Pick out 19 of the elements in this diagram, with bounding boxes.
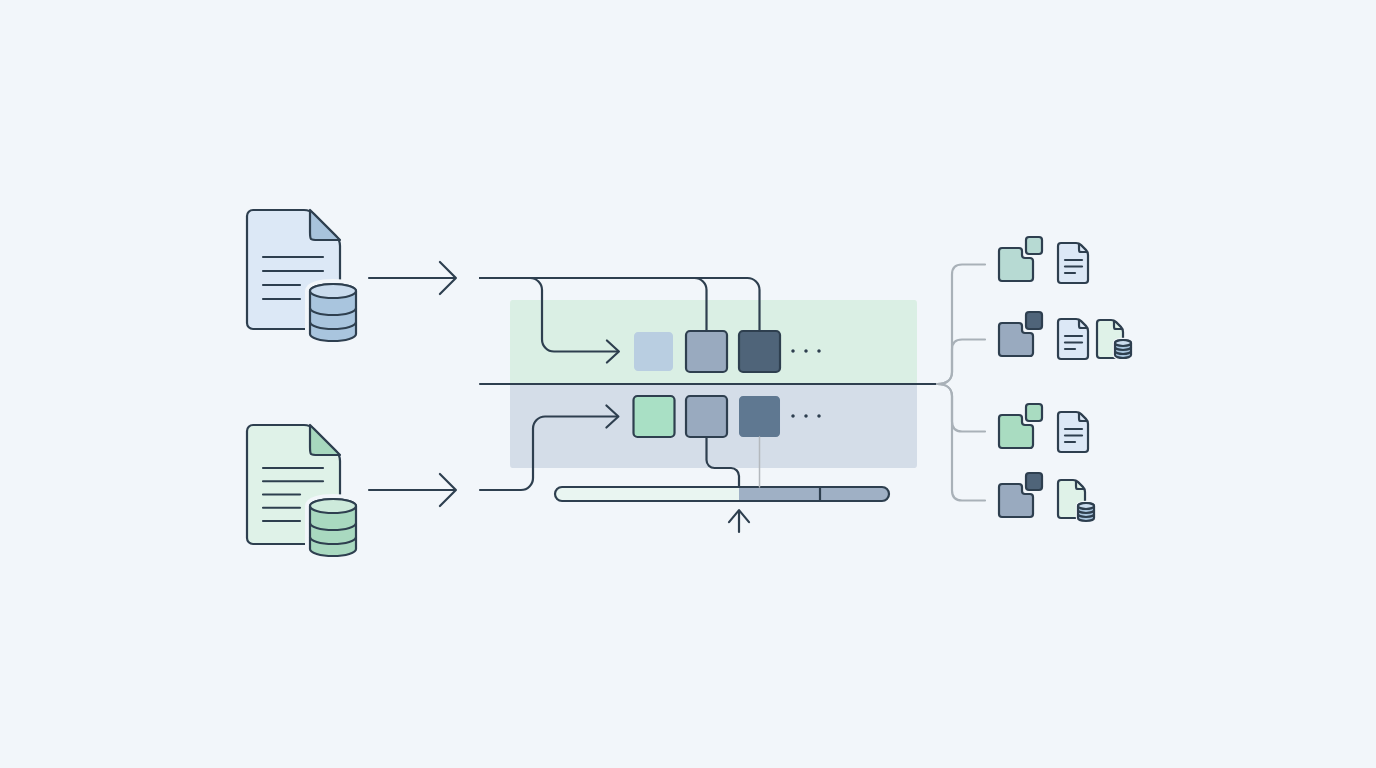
arrow — [367, 472, 457, 508]
square-block — [737, 329, 782, 374]
square-block — [684, 329, 729, 374]
stacked-squares-icon — [997, 471, 1044, 519]
square-block — [632, 394, 676, 439]
arrow — [367, 260, 457, 296]
bracket-line — [935, 382, 987, 502]
stacked-squares-icon — [997, 235, 1044, 283]
connector-line — [478, 276, 761, 333]
arrow — [727, 509, 751, 534]
square-block — [684, 394, 729, 439]
stacked-squares-icon — [997, 402, 1044, 450]
connector-line — [758, 436, 761, 488]
arrow — [478, 404, 620, 492]
progress-bar — [553, 485, 891, 503]
square-block — [634, 332, 673, 371]
connector-line — [705, 435, 741, 489]
stacked-squares-icon — [997, 310, 1044, 358]
square-block — [739, 396, 780, 437]
